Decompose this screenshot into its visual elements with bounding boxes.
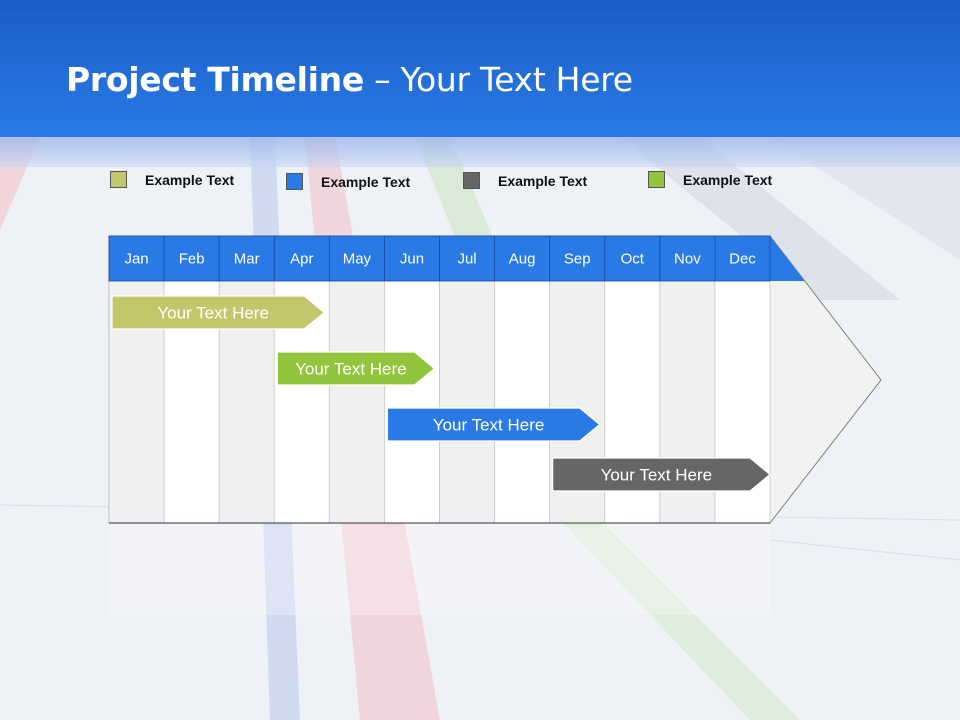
- task-label: Your Text Here: [295, 360, 407, 379]
- month-label: Feb: [179, 251, 205, 268]
- month-column: [328, 280, 385, 524]
- legend-swatch: [463, 172, 480, 189]
- month-label: Nov: [674, 251, 701, 268]
- legend-swatch: [286, 173, 303, 190]
- legend-item: Example Text: [286, 173, 410, 190]
- legend-label: Example Text: [498, 172, 588, 189]
- legend-swatch: [110, 171, 127, 188]
- legend-label: Example Text: [145, 171, 235, 188]
- title-bar: Project Timeline – Your Text Here: [0, 0, 960, 137]
- task-arrow: [386, 407, 601, 442]
- month-column: [384, 280, 440, 524]
- task-label: Your Text Here: [433, 416, 545, 435]
- legend-item: Example Text: [110, 171, 234, 188]
- timeline-reflection: [109, 525, 770, 615]
- legend-item: Example Text: [463, 172, 587, 189]
- month-column: [439, 280, 495, 524]
- month-header-cell: [714, 235, 771, 282]
- month-label: Apr: [290, 251, 313, 268]
- header-band: [0, 137, 960, 167]
- page-title: Project Timeline – Your Text Here: [66, 60, 633, 99]
- month-label: Mar: [234, 251, 260, 268]
- legend-label: Example Text: [321, 173, 411, 190]
- task-arrow: [552, 457, 771, 492]
- month-label: Jul: [457, 251, 476, 268]
- month-label: Dec: [729, 251, 756, 268]
- task-arrow: [276, 351, 436, 386]
- page-title-rest: – Your Text Here: [363, 60, 633, 99]
- month-column: [494, 280, 551, 524]
- legend-label: Example Text: [683, 171, 773, 188]
- month-label: Jun: [400, 251, 424, 268]
- task-arrow: [111, 295, 326, 330]
- month-label: Aug: [509, 251, 536, 268]
- month-label: Jan: [124, 251, 148, 268]
- month-label: May: [343, 251, 372, 268]
- legend-swatch: [648, 171, 665, 188]
- month-header-bar: [109, 236, 805, 281]
- page-title-bold: Project Timeline: [66, 60, 364, 99]
- legend-item: Example Text: [648, 171, 772, 188]
- task-label: Your Text Here: [157, 304, 269, 323]
- month-label: Oct: [621, 251, 645, 268]
- month-label: Sep: [564, 251, 591, 268]
- task-label: Your Text Here: [601, 466, 713, 485]
